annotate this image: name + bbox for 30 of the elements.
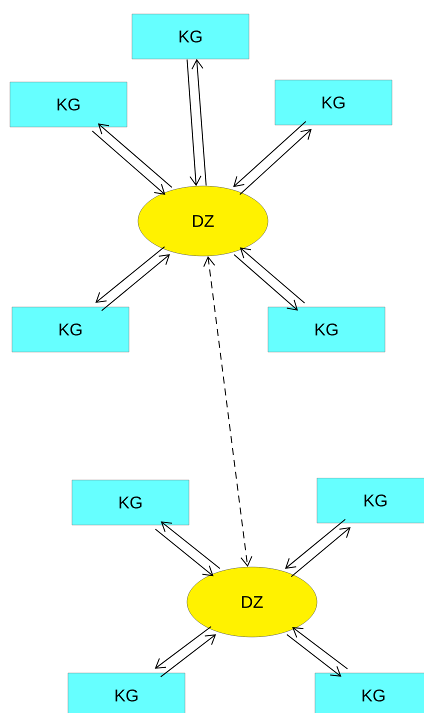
process-box: KG bbox=[68, 672, 186, 713]
process-box: KG bbox=[10, 82, 128, 128]
arrow bbox=[234, 254, 298, 311]
process-box: KG bbox=[274, 80, 392, 126]
arrow bbox=[290, 527, 351, 578]
arrow bbox=[240, 247, 306, 304]
arrow bbox=[101, 254, 170, 312]
arrow bbox=[92, 130, 166, 195]
arrow bbox=[292, 627, 348, 670]
process-box: KG bbox=[268, 306, 386, 352]
arrow bbox=[160, 634, 216, 678]
ellipse-node: DZ bbox=[186, 566, 318, 638]
arrow bbox=[203, 256, 252, 567]
arrow bbox=[191, 58, 207, 186]
process-box: KG bbox=[12, 306, 130, 352]
arrow bbox=[285, 518, 346, 569]
arrow bbox=[98, 123, 172, 188]
arrow bbox=[239, 128, 312, 196]
arrow bbox=[186, 59, 202, 186]
ellipse-node: DZ bbox=[138, 186, 268, 256]
process-box: KG bbox=[132, 14, 250, 60]
process-box: KG bbox=[314, 672, 424, 713]
arrow bbox=[160, 521, 220, 570]
arrow bbox=[154, 528, 214, 576]
arrow bbox=[95, 246, 166, 303]
arrow bbox=[286, 634, 342, 677]
process-box: KG bbox=[316, 478, 424, 524]
arrow bbox=[233, 121, 306, 188]
arrow bbox=[154, 626, 212, 669]
process-box: KG bbox=[72, 480, 190, 526]
